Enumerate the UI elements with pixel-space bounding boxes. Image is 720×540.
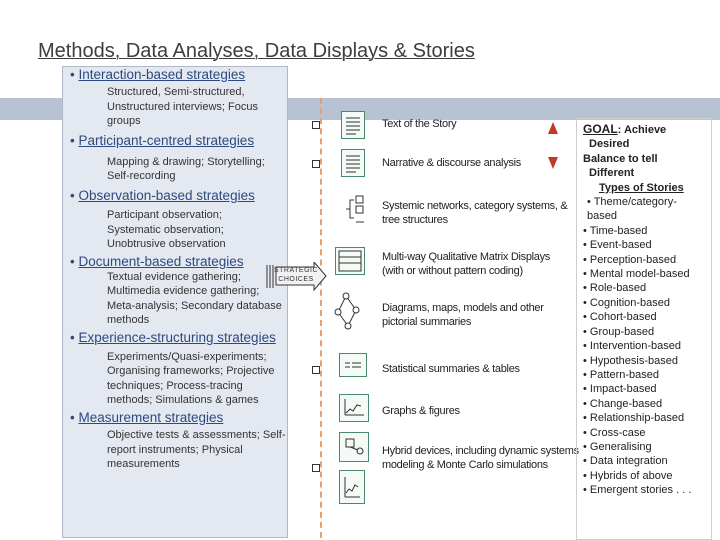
list-item: • Group-based — [583, 325, 655, 338]
strategy-item[interactable]: • Measurement strategies — [70, 409, 224, 425]
list-item: • Generalising — [583, 440, 652, 453]
display-label: Systemic networks, category systems, & t… — [382, 200, 568, 226]
strategy-item[interactable]: • Interaction-based strategies — [70, 67, 246, 82]
list-item: • Data integration — [583, 455, 668, 468]
matrix-icon — [335, 247, 365, 275]
display-label: Graphs & figures — [382, 405, 460, 417]
strategy-details: Textual evidence gathering; Multimedia e… — [107, 270, 282, 327]
square-marker-icon — [312, 121, 320, 129]
list-item: • Mental model-based — [583, 268, 690, 281]
strategy-label[interactable]: Experience-structuring strategies — [78, 329, 276, 345]
list-item: • Time-based — [583, 224, 648, 237]
page-title: Methods, Data Analyses, Data Displays & … — [38, 40, 475, 62]
list-item: • Relationship-based — [583, 412, 685, 425]
text-document-icon — [341, 149, 365, 177]
goal-line: Balance to tell — [583, 152, 658, 165]
list-item: • Change-based — [583, 397, 663, 410]
strategy-item[interactable]: • Observation-based strategies — [70, 187, 255, 203]
display-label: Statistical summaries & tables — [382, 363, 520, 375]
strategy-item[interactable]: • Document-based strategies — [70, 253, 244, 269]
strategies-panel — [62, 66, 288, 538]
strategy-label[interactable]: Observation-based strategies — [78, 187, 255, 203]
display-label: Diagrams, maps, models and other pictori… — [382, 302, 544, 328]
goal-line: Different — [589, 167, 635, 180]
network-diagram-icon — [334, 292, 360, 330]
list-item: • Pattern-based — [583, 368, 660, 381]
display-label: Hybrid devices, including dynamic system… — [382, 445, 579, 471]
strategy-details: Mapping & drawing; Storytelling; Self-re… — [107, 155, 265, 183]
strategy-details: Participant observation; Systematic obse… — [107, 209, 226, 251]
list-item: • Cognition-based — [583, 296, 671, 309]
square-marker-icon — [312, 160, 320, 168]
hybrid-device-icon — [339, 432, 369, 462]
arrow-label: STRATEGIC CHOICES — [273, 267, 319, 283]
list-item: • Cross-case — [583, 426, 646, 439]
hybrid-device-icon — [339, 470, 365, 504]
display-label: Text of the Story — [382, 118, 457, 130]
goal-title-suffix: : Achieve — [617, 124, 667, 136]
strategy-details: Experiments/Quasi-experiments; Organisin… — [107, 350, 275, 407]
tree-structure-icon — [346, 195, 364, 223]
line-graph-icon — [339, 394, 369, 422]
list-item: • Cohort-based — [583, 311, 657, 324]
list-item: • Hypothesis-based — [583, 354, 678, 367]
goal-title: GOAL — [583, 122, 618, 136]
arrow-up-icon — [548, 122, 558, 134]
goal-types-label: Types of Stories — [599, 181, 684, 194]
list-item: • Event-based — [583, 239, 652, 252]
list-item: • Role-based — [583, 282, 647, 295]
table-icon — [339, 353, 367, 377]
strategy-label[interactable]: Interaction-based strategies — [78, 67, 246, 82]
arrow-down-icon — [548, 157, 558, 169]
goal-line: Desired — [589, 138, 630, 151]
strategy-item[interactable]: • Participant-centred strategies — [70, 132, 255, 148]
display-label: Narrative & discourse analysis — [382, 157, 521, 169]
square-marker-icon — [312, 366, 320, 374]
list-item: • Emergent stories . . . — [583, 484, 692, 497]
strategy-details: Structured, Semi-structured, Unstructure… — [107, 86, 258, 128]
arrow-icon — [266, 260, 327, 292]
strategies-list: • Interaction-based strategies Structure… — [70, 67, 292, 474]
goal-heading: GOAL: Achieve — [583, 122, 703, 137]
list-item: • Intervention-based — [583, 340, 682, 353]
list-item: • Theme/category-based — [587, 196, 677, 223]
square-marker-icon — [312, 464, 320, 472]
strategy-label[interactable]: Document-based strategies — [78, 253, 244, 269]
list-item: • Impact-based — [583, 383, 657, 396]
strategy-label[interactable]: Measurement strategies — [78, 409, 224, 425]
story-types-list: • Theme/category-based • Time-based • Ev… — [583, 195, 703, 498]
strategy-item[interactable]: • Experience-structuring strategies — [70, 329, 276, 345]
strategy-details: Objective tests & assessments; Self-repo… — [107, 429, 286, 471]
text-document-icon — [341, 111, 365, 139]
strategic-choices-arrow: STRATEGIC CHOICES — [266, 260, 327, 292]
list-item: • Hybrids of above — [583, 469, 673, 482]
strategy-label[interactable]: Participant-centred strategies — [78, 132, 255, 148]
goal-panel: GOAL: Achieve Desired Balance to tell Di… — [583, 122, 703, 498]
display-label: Multi-way Qualitative Matrix Displays (w… — [382, 251, 550, 277]
list-item: • Perception-based — [583, 253, 677, 266]
divider-line — [320, 98, 322, 538]
